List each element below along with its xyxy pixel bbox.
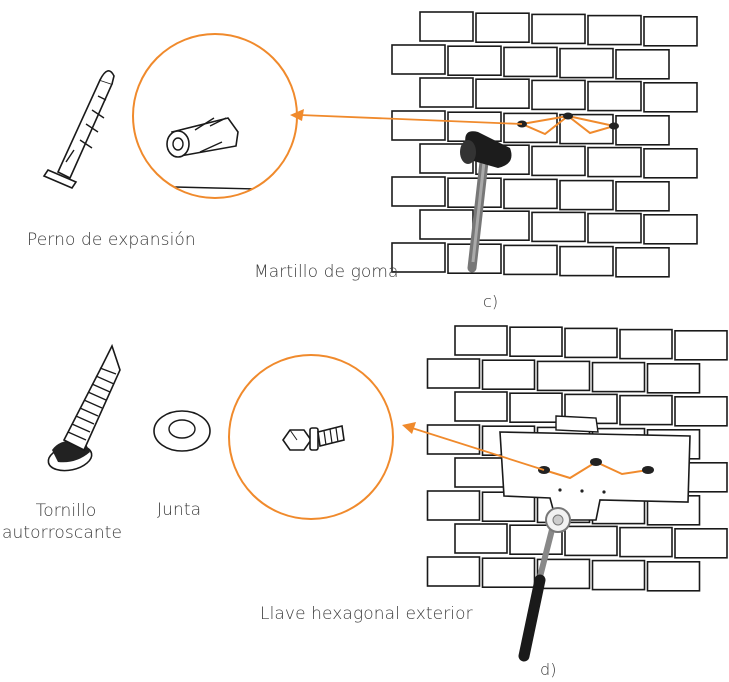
- brick: [559, 245, 614, 277]
- brick: [674, 395, 728, 427]
- mounting-bracket: [499, 415, 691, 521]
- brick: [587, 80, 642, 112]
- brick: [475, 12, 530, 43]
- brick: [391, 176, 446, 207]
- brick: [426, 358, 481, 389]
- brick: [391, 110, 446, 141]
- brick: [426, 424, 481, 455]
- screw-label-line1: Tornillo: [35, 501, 97, 521]
- brick: [536, 360, 591, 392]
- brick: [454, 457, 508, 488]
- arrow-d: [402, 422, 545, 471]
- brick: [503, 178, 558, 210]
- brick: [531, 145, 586, 177]
- brick: [426, 490, 481, 521]
- brick: [531, 79, 586, 111]
- brick: [619, 394, 673, 426]
- magnifier-circle-c: [132, 33, 298, 199]
- brick: [643, 15, 698, 47]
- brick: [559, 179, 614, 211]
- brick: [587, 212, 642, 244]
- brick: [643, 148, 698, 179]
- wrench-label: Llave hexagonal exterior: [260, 604, 473, 624]
- anchor-in-wall-icon: [166, 117, 239, 158]
- brick: [419, 77, 474, 108]
- hex-wrench-icon: [518, 507, 571, 662]
- brick: [646, 560, 701, 592]
- self-tapping-screw-icon: [47, 343, 121, 472]
- brick: [646, 362, 701, 394]
- brick: [454, 325, 508, 356]
- brick: [591, 559, 646, 591]
- rubber-hammer-icon: [460, 131, 512, 273]
- brick: [643, 214, 698, 245]
- panel-d: [47, 325, 728, 662]
- brick: [619, 526, 673, 558]
- brick: [587, 14, 642, 46]
- brick: [481, 557, 536, 589]
- brick: [559, 47, 614, 79]
- step-label-d-text: d): [540, 660, 557, 679]
- expansion-bolt-label: Perno de expansión: [27, 230, 196, 250]
- brick: [615, 181, 670, 212]
- brick: [509, 326, 563, 358]
- brick: [587, 146, 642, 178]
- brick: [475, 210, 530, 241]
- brick: [426, 556, 481, 587]
- bolt-with-washer-icon: [282, 425, 345, 451]
- brick: [454, 391, 508, 422]
- brick: [591, 361, 646, 393]
- brick: [615, 115, 670, 146]
- panel-c: [42, 11, 698, 278]
- brick: [619, 328, 673, 360]
- washer-icon: [153, 410, 211, 452]
- brick: [643, 82, 698, 113]
- screw-label-line2: autorroscante: [1, 523, 123, 543]
- brick: [531, 13, 586, 45]
- brick: [419, 209, 474, 240]
- brick: [481, 359, 536, 391]
- brick: [503, 46, 558, 78]
- brick: [531, 211, 586, 243]
- brick: [419, 11, 474, 42]
- brick: [475, 78, 530, 109]
- brick: [615, 247, 670, 278]
- brick: [391, 242, 446, 273]
- step-label-c-text: c): [483, 292, 499, 311]
- brick: [615, 48, 670, 80]
- brick: [509, 524, 563, 556]
- brick: [454, 523, 508, 554]
- brick: [564, 327, 618, 359]
- brick: [391, 44, 446, 75]
- brick: [503, 244, 558, 276]
- brick: [674, 329, 728, 361]
- hammer-label: Martillo de goma: [254, 262, 399, 282]
- brick: [447, 177, 502, 208]
- expansion-bolt-icon: [42, 70, 115, 189]
- screw-label: Tornillo autorroscante: [0, 500, 132, 544]
- brick: [674, 527, 728, 559]
- magnifier-circle-d: [228, 354, 394, 520]
- brick-wall-c: [391, 11, 698, 278]
- brick: [509, 392, 563, 424]
- brick: [447, 45, 502, 77]
- brick: [564, 525, 618, 557]
- washer-label: Junta: [157, 500, 202, 520]
